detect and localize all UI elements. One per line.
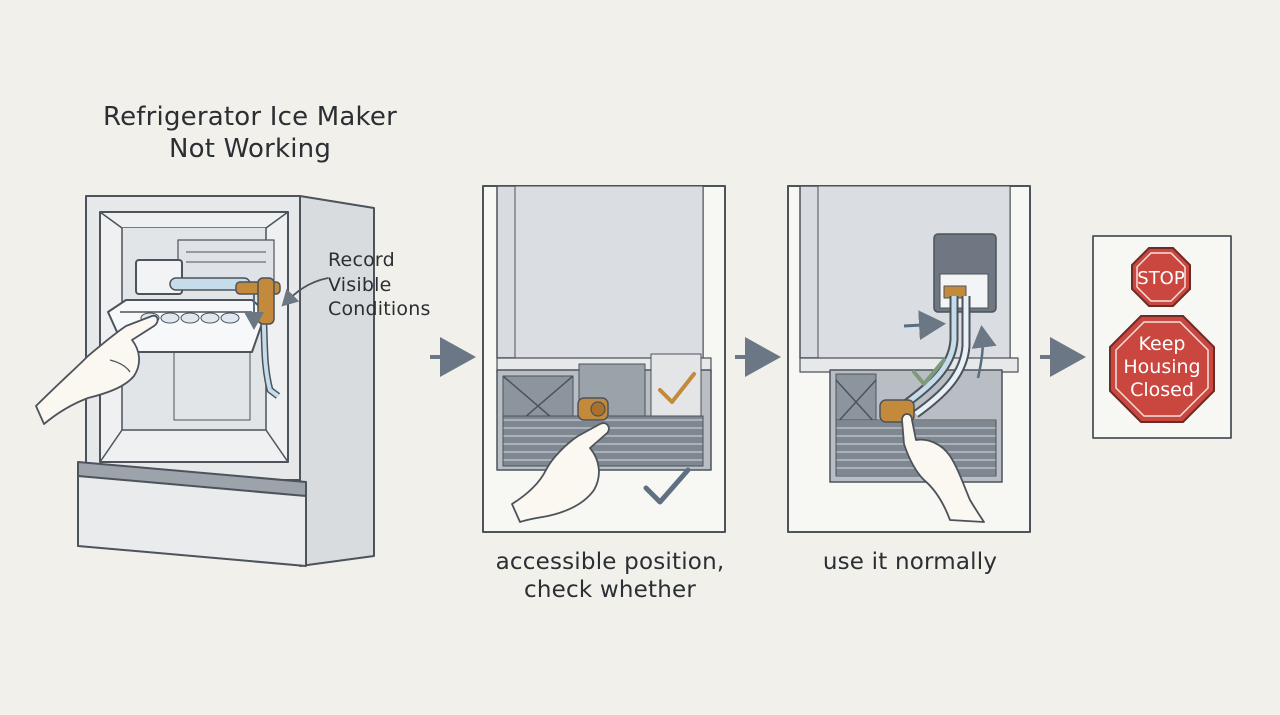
step3-caption-line-1: use it normally <box>822 549 998 575</box>
step3-panel <box>787 185 1031 533</box>
step2-caption-line-1: accessible position, <box>495 549 725 575</box>
note-line-1: Record <box>328 249 395 271</box>
title-line-2: Not Working <box>168 133 332 164</box>
check-mark-icon <box>912 358 946 386</box>
warning-sign-line-1: Keep <box>1139 333 1186 355</box>
check-mark-icon <box>658 372 696 404</box>
flow-arrow-icon <box>903 310 997 379</box>
step2-panel <box>482 185 726 533</box>
note-line-2: Visible <box>328 273 392 296</box>
pointing-hand-icon <box>901 413 985 523</box>
title-line-1: Refrigerator Ice Maker <box>103 102 397 132</box>
warning-sign-line-3: Closed <box>1130 379 1194 401</box>
check-mark-icon <box>643 467 691 505</box>
pointing-hand-icon <box>511 422 610 523</box>
step3-caption: use it normally <box>780 548 1040 576</box>
step2-caption: accessible position, check whether <box>470 548 750 604</box>
warning-sign-line-2: Housing <box>1123 356 1200 378</box>
note-line-3: Conditions <box>328 298 431 321</box>
stop-sign-icon: STOP <box>1131 247 1191 307</box>
water-valve-icon <box>879 296 971 423</box>
stop-sign-text: STOP <box>1137 268 1185 289</box>
note-leader-arrow <box>281 277 329 307</box>
warning-sign-icon: Keep Housing Closed <box>1109 315 1215 423</box>
record-conditions-note: Record Visible Conditions <box>328 248 448 322</box>
pointing-hand-icon <box>35 314 159 425</box>
step2-caption-line-2: check whether <box>524 577 696 604</box>
page-title: Refrigerator Ice Maker Not Working <box>60 102 440 165</box>
